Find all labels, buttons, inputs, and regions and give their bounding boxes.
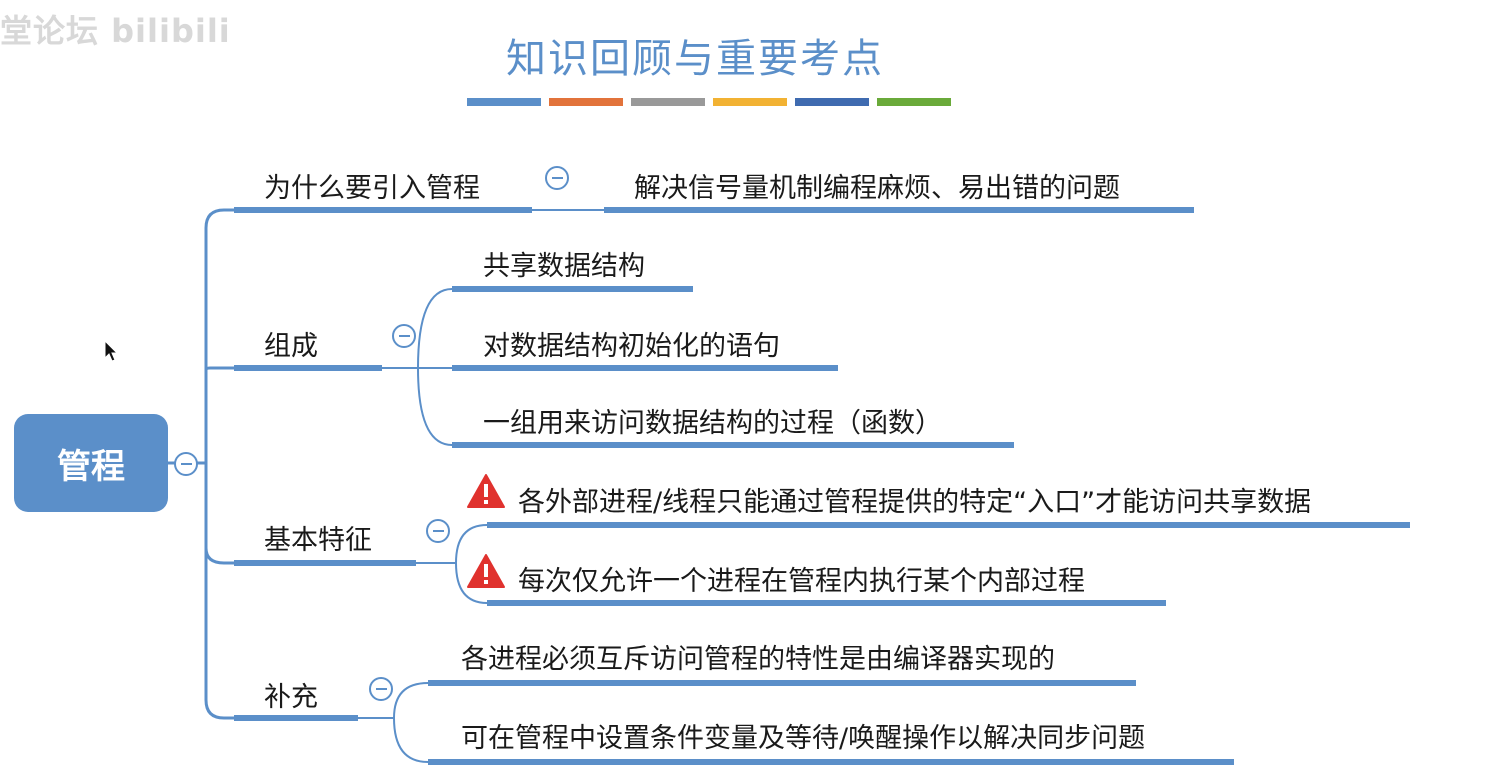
leaf-comp-3: 一组用来访问数据结构的过程（函数）: [483, 408, 942, 439]
color-bar-blue: [467, 98, 541, 106]
warning-triangle-icon: [467, 474, 505, 508]
color-bar-orange: [549, 98, 623, 106]
branch-label-supplement: 补充: [264, 682, 318, 713]
color-bar-green: [877, 98, 951, 106]
leaf-supp-1: 各进程必须互斥访问管程的特性是由编译器实现的: [461, 644, 1055, 675]
collapse-minus-icon[interactable]: [545, 166, 569, 190]
connector-trunk: [190, 208, 234, 720]
branch-label-why: 为什么要引入管程: [264, 173, 480, 204]
leaf-supp-2: 可在管程中设置条件变量及等待/唤醒操作以解决同步问题: [461, 723, 1146, 754]
connector-supplement: [358, 682, 429, 763]
root-node-monitor[interactable]: 管程: [14, 414, 168, 512]
branch-label-composition: 组成: [264, 331, 318, 362]
connector-composition: [382, 288, 453, 446]
leaf-why-1: 解决信号量机制编程麻烦、易出错的问题: [634, 173, 1120, 204]
color-bar-darkblue: [795, 98, 869, 106]
leaf-feat-2: 每次仅允许一个进程在管程内执行某个内部过程: [518, 566, 1085, 597]
collapse-minus-icon[interactable]: [369, 677, 393, 701]
color-bar-gray: [631, 98, 705, 106]
color-bar-yellow: [713, 98, 787, 106]
warning-triangle-icon: [467, 554, 505, 588]
collapse-minus-icon[interactable]: [392, 324, 416, 348]
leaf-comp-1: 共享数据结构: [483, 251, 645, 282]
collapse-minus-icon[interactable]: [426, 519, 450, 543]
connector-features: [416, 524, 488, 604]
page-title: 知识回顾与重要考点: [506, 36, 884, 82]
leaf-comp-2: 对数据结构初始化的语句: [483, 331, 780, 362]
watermark: 堂论坛 bilibili: [0, 12, 231, 50]
collapse-minus-icon[interactable]: [174, 452, 198, 476]
mouse-cursor-icon: [104, 340, 118, 362]
branch-label-features: 基本特征: [264, 525, 372, 556]
leaf-feat-1: 各外部进程/线程只能通过管程提供的特定“入口”才能访问共享数据: [518, 487, 1312, 518]
